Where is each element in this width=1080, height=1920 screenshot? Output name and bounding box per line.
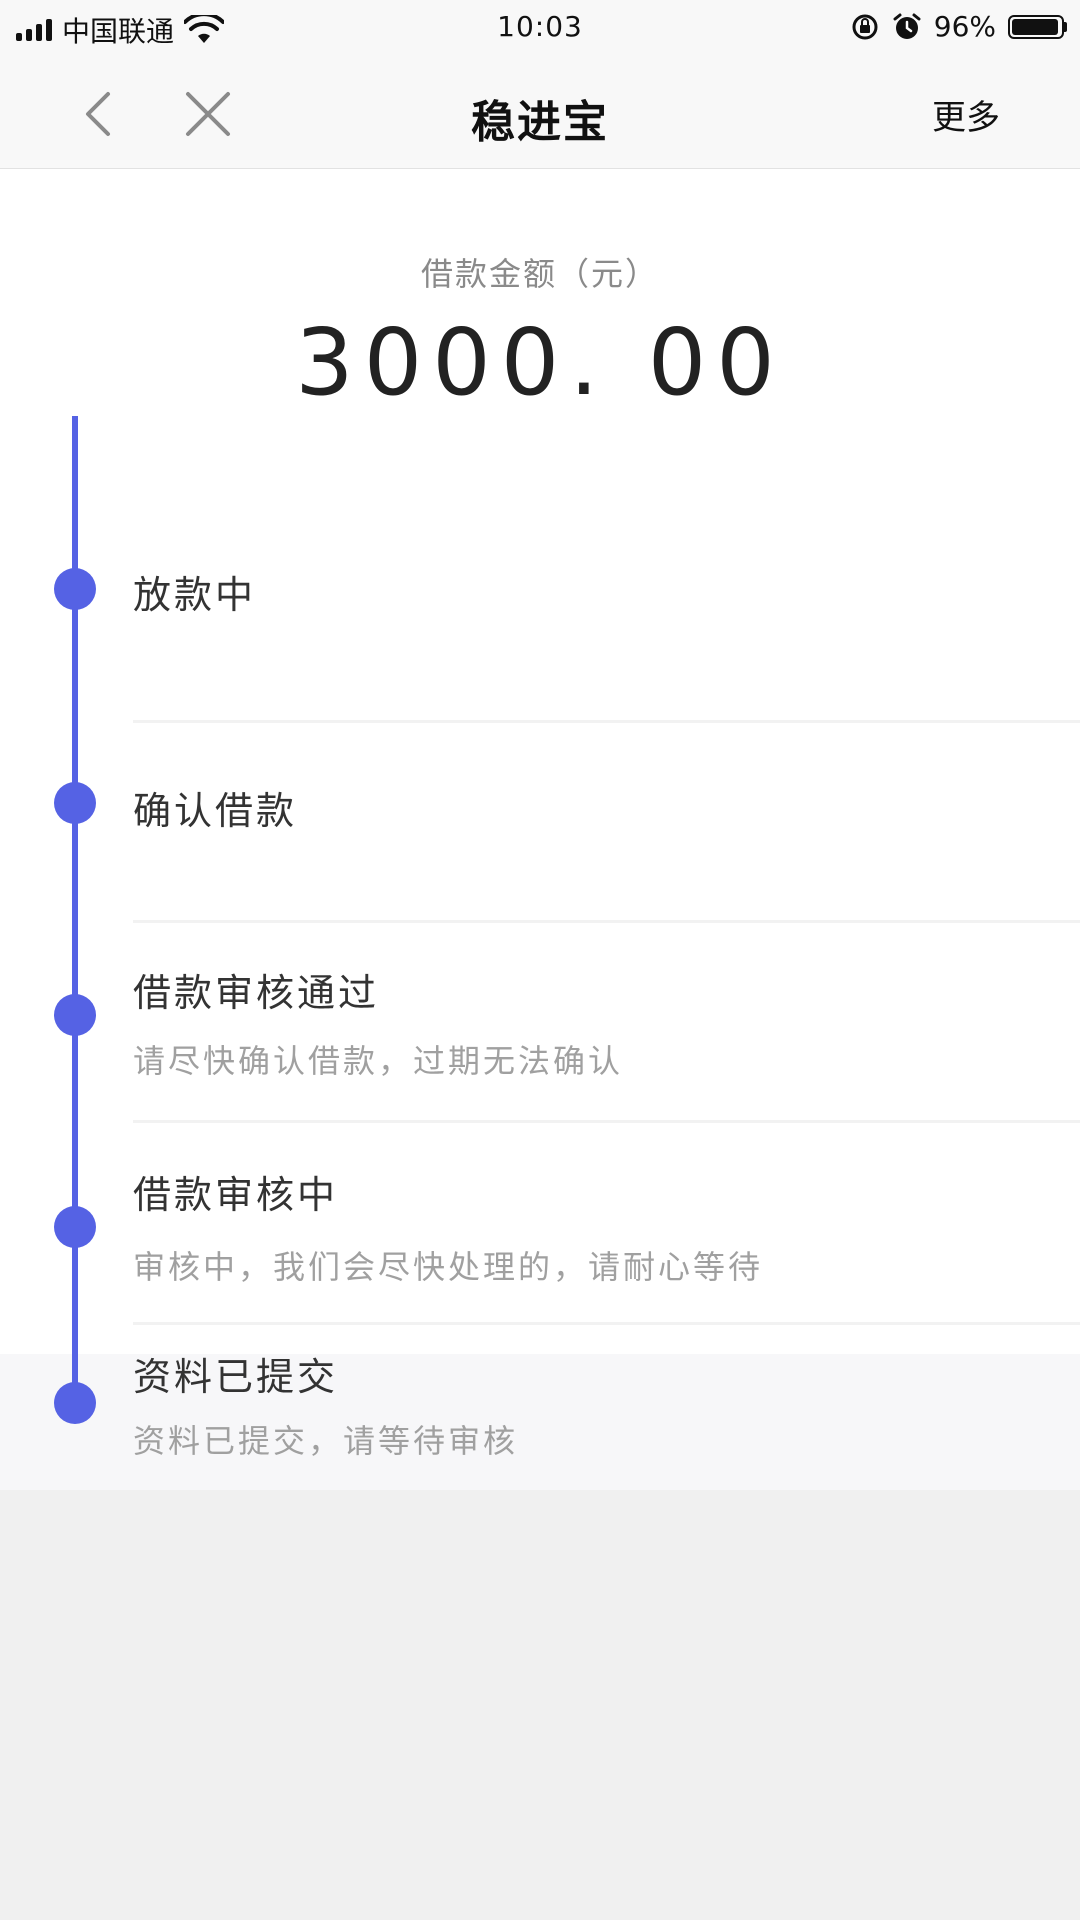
close-icon[interactable]	[182, 88, 234, 140]
alarm-icon	[893, 13, 921, 39]
status-right: 96%	[850, 10, 1068, 43]
step-divider	[133, 1120, 1080, 1123]
more-button[interactable]: 更多	[932, 98, 1000, 138]
timeline-dot	[54, 994, 96, 1036]
status-bar: 中国联通 10:03 96%	[0, 0, 1080, 58]
step-description: 审核中，我们会尽快处理的，请耐心等待	[133, 1248, 764, 1286]
timeline-dot	[54, 1382, 96, 1424]
timeline-dot	[54, 568, 96, 610]
step-divider	[133, 720, 1080, 723]
page-title: 稳进宝	[471, 97, 609, 148]
signal-icon	[16, 19, 52, 41]
status-left: 中国联通	[16, 10, 225, 50]
step-title: 确认借款	[133, 789, 298, 833]
step-description: 请尽快确认借款，过期无法确认	[133, 1042, 624, 1080]
wifi-icon	[184, 15, 225, 43]
timeline-line	[72, 416, 78, 1416]
loan-amount-value: 3000. 00	[295, 309, 785, 416]
loan-amount-label: 借款金额（元）	[420, 255, 659, 293]
loan-status-content: 借款金额（元） 3000. 00	[0, 169, 1080, 1489]
status-time: 10:03	[497, 10, 583, 43]
step-divider	[133, 1322, 1080, 1325]
rotation-lock-icon	[852, 14, 878, 39]
battery-percent: 96%	[933, 10, 996, 43]
step-description: 资料已提交，请等待审核	[133, 1422, 519, 1460]
carrier-name: 中国联通	[62, 15, 175, 48]
step-divider	[133, 920, 1080, 923]
battery-icon	[1008, 14, 1068, 40]
chevron-left-icon[interactable]	[78, 88, 118, 140]
timeline-dot	[54, 1206, 96, 1248]
step-title: 资料已提交	[133, 1355, 339, 1399]
timeline-dot	[54, 782, 96, 824]
step-title: 放款中	[133, 573, 257, 617]
step-title: 借款审核中	[133, 1173, 339, 1217]
navigation-bar: 稳进宝 更多	[0, 58, 1080, 169]
step-title: 借款审核通过	[133, 971, 380, 1015]
last-step-background	[0, 1354, 1080, 1490]
